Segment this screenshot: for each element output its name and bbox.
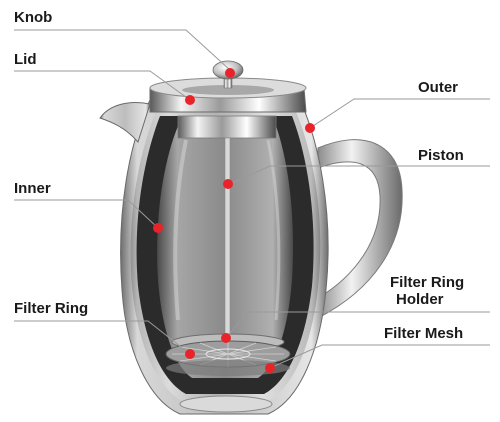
- filter-ring-holder-label-line2: Holder: [396, 291, 444, 308]
- filter-ring-holder-marker: [221, 333, 231, 343]
- lid-label: Lid: [14, 51, 37, 68]
- filter-ring-marker: [185, 349, 195, 359]
- lid-marker: [185, 95, 195, 105]
- outer-label: Outer: [418, 79, 459, 96]
- piston-label: Piston: [418, 147, 464, 164]
- filter-ring-holder-label-line1: Filter Ring: [390, 274, 465, 291]
- callout-markers: [153, 68, 315, 373]
- inner-label: Inner: [14, 180, 51, 197]
- filter-mesh-label: Filter Mesh: [384, 325, 464, 342]
- piston-marker: [223, 179, 233, 189]
- knob-marker: [225, 68, 235, 78]
- leader-lines: [14, 29, 490, 369]
- filter-ring-holder-label: Filter Ring Holder: [390, 274, 464, 308]
- filter-mesh-marker: [265, 363, 275, 373]
- inner-marker: [153, 223, 163, 233]
- outer-marker: [305, 123, 315, 133]
- filter-ring-label: Filter Ring: [14, 300, 89, 317]
- spout-shape: [99, 102, 151, 144]
- knob-label: Knob: [14, 9, 53, 26]
- piston-rod-shape: [224, 137, 231, 339]
